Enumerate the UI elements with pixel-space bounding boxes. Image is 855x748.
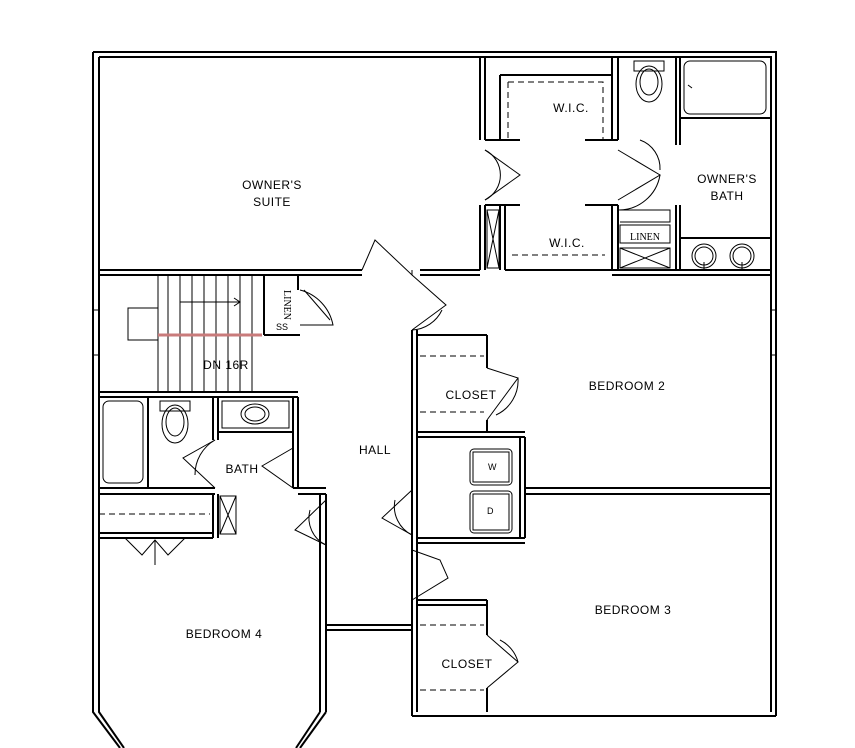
bath-label: BATH bbox=[225, 462, 258, 476]
hall-toilet-icon bbox=[159, 400, 191, 444]
owners-sink-right-icon bbox=[729, 243, 755, 270]
bedroom3-walls bbox=[411, 549, 519, 712]
shelf-tag: SS bbox=[276, 322, 288, 332]
owners-suite-label-2: SUITE bbox=[253, 195, 291, 209]
stairs-icon bbox=[127, 276, 262, 392]
owners-toilet-icon bbox=[633, 60, 665, 103]
owners-bath-label-2: BATH bbox=[710, 189, 743, 203]
hall-label: HALL bbox=[359, 443, 391, 457]
exterior-walls bbox=[92, 51, 777, 748]
owners-bath-label-1: OWNER'S bbox=[697, 172, 757, 186]
dryer-icon bbox=[469, 490, 513, 534]
dryer-label: D bbox=[487, 506, 494, 516]
closet-upper-label: CLOSET bbox=[445, 388, 496, 402]
hall-sink-icon bbox=[221, 400, 290, 429]
bedroom2-walls bbox=[411, 330, 525, 712]
owners-sink-left-icon bbox=[691, 243, 717, 270]
hall-walls bbox=[326, 239, 447, 631]
owners-bath-walls bbox=[611, 57, 771, 276]
closet-lower-label: CLOSET bbox=[441, 657, 492, 671]
wic-lower-label: W.I.C. bbox=[549, 236, 585, 250]
bedroom4-label: BEDROOM 4 bbox=[186, 627, 263, 641]
laundry-walls bbox=[381, 437, 771, 544]
linen-stair-label: LINEN bbox=[281, 290, 292, 320]
wic-upper-label: W.I.C. bbox=[553, 101, 589, 115]
hall-bath-walls bbox=[99, 397, 326, 495]
owners-suite-label-1: OWNER'S bbox=[242, 178, 302, 192]
bedroom3-label: BEDROOM 3 bbox=[595, 603, 672, 617]
linen-bath-label: LINEN bbox=[630, 232, 660, 243]
stair-walls bbox=[99, 275, 334, 398]
bedroom2-label: BEDROOM 2 bbox=[589, 379, 666, 393]
tub-faucet-icon bbox=[687, 84, 693, 89]
washer-icon bbox=[469, 448, 513, 486]
bedroom4-walls bbox=[99, 494, 327, 712]
owners-suite-walls bbox=[99, 57, 486, 276]
stairs-label: DN 16R bbox=[203, 358, 249, 372]
washer-label: W bbox=[488, 462, 497, 472]
